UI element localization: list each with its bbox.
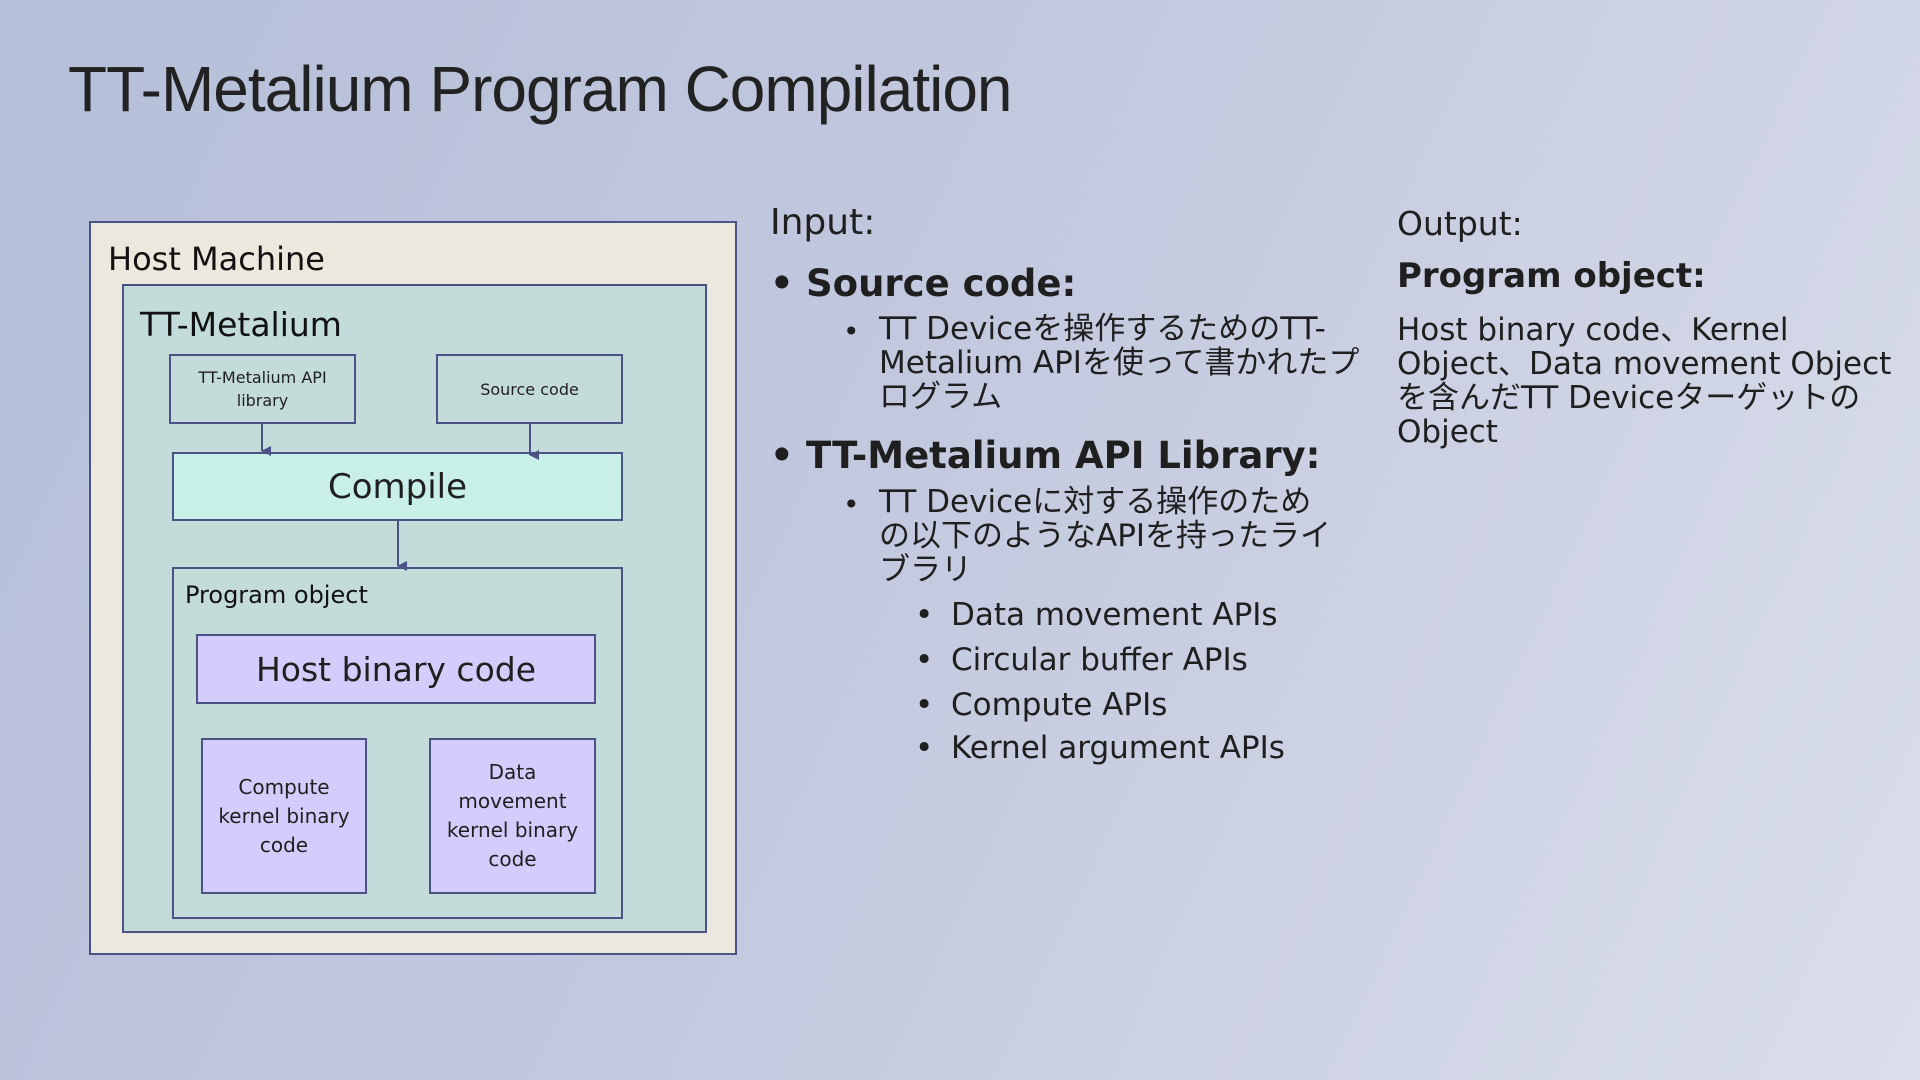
source-code-heading: Source code: — [806, 262, 1077, 305]
api-item-text: Compute APIs — [951, 687, 1168, 723]
api-library-box: TT-Metalium API library — [169, 354, 356, 424]
output-label: Output: — [1397, 204, 1523, 243]
api-list-item: • Data movement APIs — [915, 597, 1278, 633]
source-code-description: TT Deviceを操作するためのTT-Metalium APIを使って書かれた… — [879, 311, 1360, 415]
api-item-text: Circular buffer APIs — [951, 642, 1248, 678]
input-label: Input: — [770, 202, 876, 243]
api-library-description: TT Deviceに対する操作のための以下のようなAPIを持ったライブラリ — [879, 484, 1332, 588]
bullet-dot: • — [843, 315, 860, 348]
bullet-dot: • — [915, 642, 934, 678]
api-list-item: • Circular buffer APIs — [915, 642, 1248, 678]
output-description: Host binary code、Kernel Object、Data move… — [1397, 312, 1892, 450]
data-movement-text: Data movement kernel binary code — [446, 760, 579, 871]
source-code-text: Source code — [480, 379, 579, 399]
program-object-label: Program object — [185, 581, 368, 609]
output-heading: Program object: — [1397, 256, 1706, 296]
bullet-dot: • — [770, 434, 794, 477]
host-machine-label: Host Machine — [108, 240, 325, 278]
compute-kernel-box: Compute kernel binary code — [201, 738, 367, 894]
source-code-heading-row: • Source code: — [770, 262, 1076, 305]
host-binary-text: Host binary code — [255, 649, 537, 689]
bullet-dot: • — [915, 597, 934, 633]
tt-metalium-label: TT-Metalium — [140, 305, 342, 344]
source-code-box: Source code — [436, 354, 623, 424]
api-item-text: Data movement APIs — [951, 597, 1278, 633]
bullet-dot: • — [770, 262, 794, 305]
compute-kernel-text: Compute kernel binary code — [218, 774, 350, 857]
bullet-dot: • — [915, 730, 934, 766]
api-list-item: • Kernel argument APIs — [915, 730, 1285, 766]
compile-text: Compile — [327, 466, 468, 507]
bullet-dot: • — [843, 488, 860, 521]
api-list-item: • Compute APIs — [915, 687, 1167, 723]
data-movement-box: Data movement kernel binary code — [429, 738, 596, 894]
bullet-dot: • — [915, 687, 934, 723]
slide-title: TT-Metalium Program Compilation — [68, 53, 1012, 125]
compile-box: Compile — [172, 452, 623, 521]
api-library-text: TT-Metalium API library — [198, 368, 327, 410]
host-binary-box: Host binary code — [196, 634, 596, 704]
api-library-heading: TT-Metalium API Library: — [806, 434, 1321, 477]
api-library-heading-row: • TT-Metalium API Library: — [770, 434, 1320, 477]
api-item-text: Kernel argument APIs — [951, 730, 1285, 766]
